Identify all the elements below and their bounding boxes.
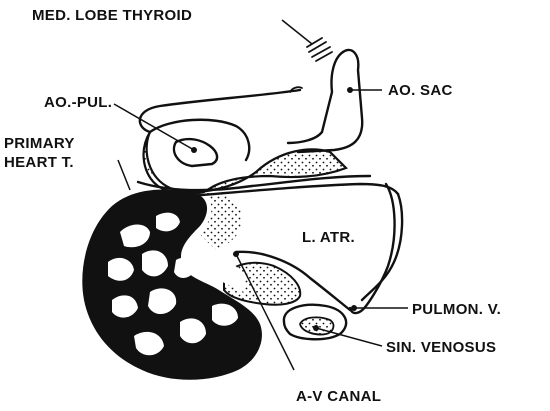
pulmonary-vein-outline xyxy=(350,184,395,313)
leader-pulmon-v-dot xyxy=(351,305,357,311)
leader-a-v-canal-dot xyxy=(233,251,239,257)
label-primary-heart-line1: PRIMARY xyxy=(4,135,75,152)
label-l-atr: L. ATR. xyxy=(302,229,355,246)
label-ao-sac: AO. SAC xyxy=(388,82,453,99)
atrial-roof-line xyxy=(138,176,370,190)
leader-ao-sac-dot xyxy=(347,87,353,93)
leader-ao-pul xyxy=(114,104,194,150)
label-ao-pul: AO.-PUL. xyxy=(44,94,112,111)
leader-ao-pul-dot xyxy=(191,147,197,153)
leader-sin-venosus-dot xyxy=(313,325,319,331)
label-pulmon-v: PULMON. V. xyxy=(412,301,501,318)
aortic-sac-inner-wall xyxy=(288,52,343,143)
leader-sin-venosus xyxy=(316,328,382,346)
leader-primary-heart xyxy=(118,160,130,190)
left-atrium-outline xyxy=(362,194,402,300)
leader-thyroid xyxy=(282,20,312,44)
label-primary-heart-line2: HEART T. xyxy=(4,154,74,171)
label-a-v-canal: A-V CANAL xyxy=(296,388,381,405)
thyroid-hatching xyxy=(307,38,332,61)
conus-stippled-region xyxy=(144,132,346,194)
label-med-lobe-thyroid: MED. LOBE THYROID xyxy=(32,7,192,24)
label-sin-venosus: SIN. VENOSUS xyxy=(386,339,496,356)
